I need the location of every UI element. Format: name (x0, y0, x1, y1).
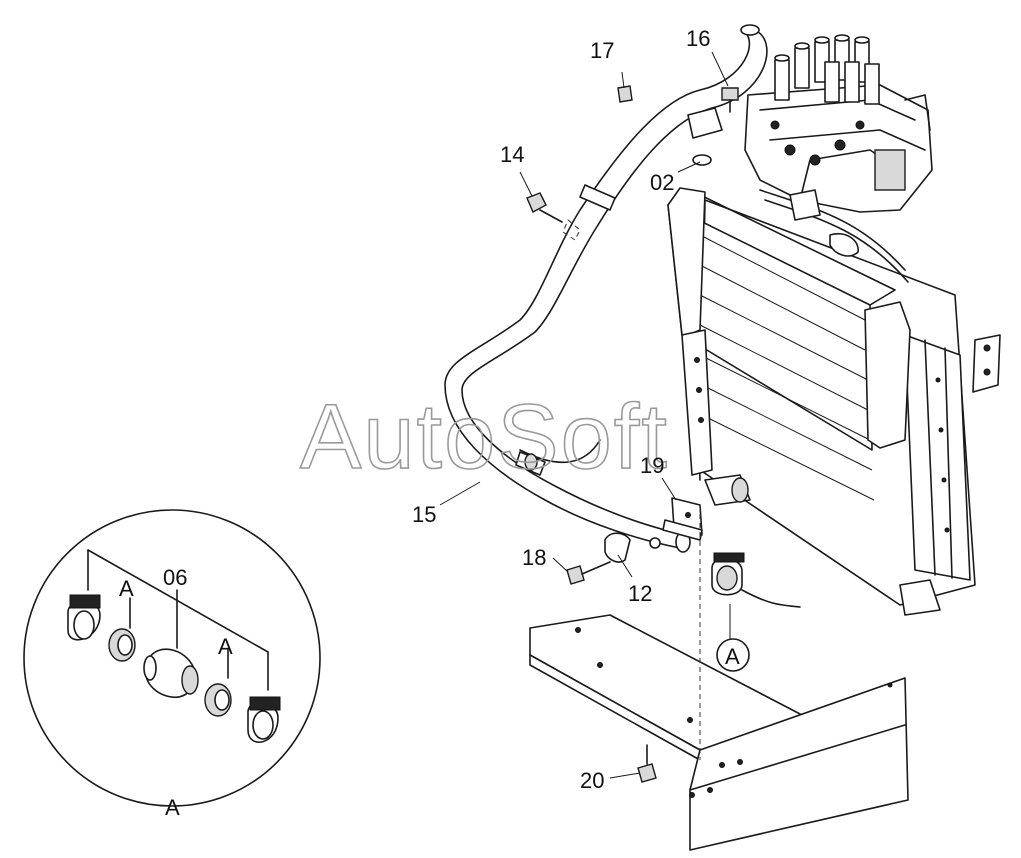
detail-ref-circle-label: A (725, 644, 740, 669)
detail-ref-right: A (218, 634, 233, 659)
bolt-18 (566, 561, 611, 585)
leader-lines (439, 51, 731, 779)
callout-18: 18 (522, 545, 546, 570)
oil-cooler-radiator (667, 187, 1001, 616)
callout-12: 12 (628, 581, 652, 606)
bolt-20 (637, 744, 657, 783)
support-frame (529, 505, 909, 851)
detail-view-a (23, 509, 321, 807)
watermark-text: AutoSoft (300, 386, 669, 488)
bolt-16 (721, 87, 739, 113)
callout-17: 17 (590, 38, 614, 63)
callout-16: 16 (686, 26, 710, 51)
pipe-15 (444, 24, 768, 553)
detail-ref-left: A (119, 576, 134, 601)
clamp-a-main (711, 552, 801, 608)
callout-19: 19 (640, 453, 664, 478)
bracket-19 (662, 497, 703, 541)
callout-02: 02 (650, 170, 674, 195)
detail-title: A (165, 795, 180, 820)
callout-20: 20 (580, 768, 604, 793)
detail-ref-circle (716, 638, 750, 672)
plug-17 (617, 85, 633, 103)
fitting-14 (526, 192, 563, 223)
callout-14: 14 (500, 142, 524, 167)
callout-15: 15 (412, 502, 436, 527)
control-valve (744, 34, 933, 213)
clamp-12 (604, 532, 661, 563)
callout-06: 06 (163, 565, 187, 590)
